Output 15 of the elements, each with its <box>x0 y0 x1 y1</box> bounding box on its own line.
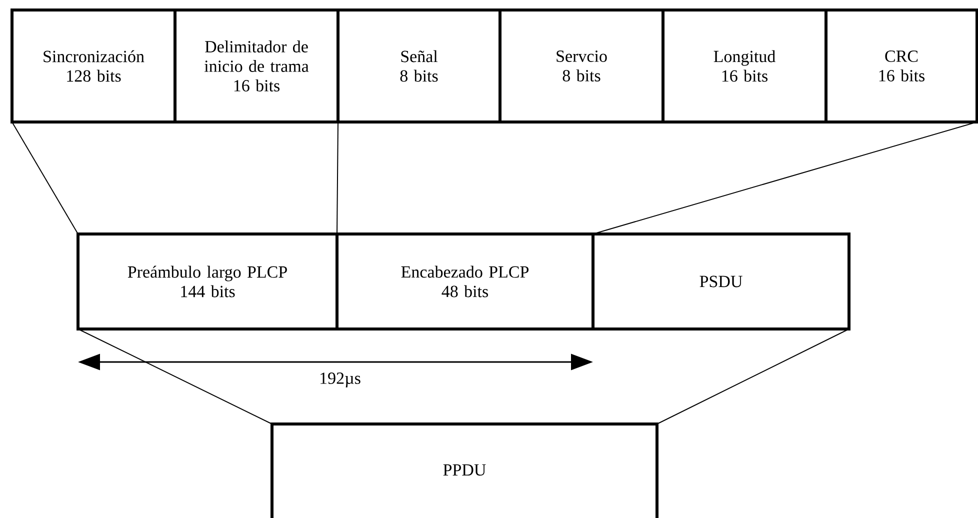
field-box: Encabezado PLCP 48 bits <box>336 232 594 330</box>
field-box: Servcio 8 bits <box>498 8 664 124</box>
expansion-line <box>656 328 850 424</box>
field-box: CRC 16 bits <box>824 8 978 124</box>
dimension-label: 192µs <box>320 372 360 388</box>
field-box: PSDU <box>592 232 850 330</box>
field-box: Delimitador de inicio de trama 16 bits <box>174 8 340 124</box>
field-box: PPDU <box>270 422 658 518</box>
expansion-line <box>12 122 78 234</box>
field-box: Señal 8 bits <box>336 8 502 124</box>
field-box: Preámbulo largo PLCP 144 bits <box>76 232 338 330</box>
expansion-line <box>78 328 272 424</box>
field-box: Sincronización 128 bits <box>10 8 176 124</box>
expansion-line <box>336 122 338 234</box>
field-box: Longitud 16 bits <box>662 8 828 124</box>
